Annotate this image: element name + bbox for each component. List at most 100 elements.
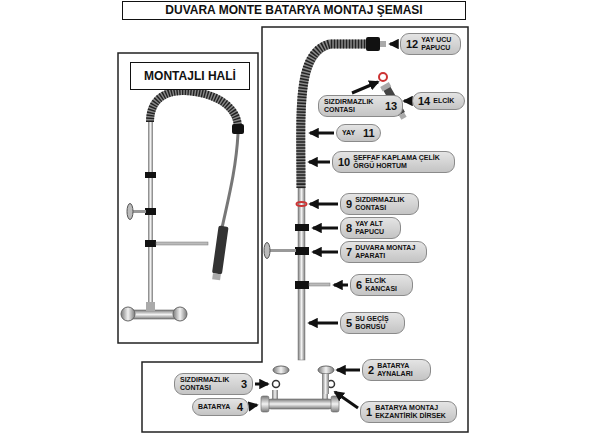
assembled-panel — [118, 53, 258, 343]
fitting — [380, 41, 386, 47]
diagram-title: DUVARA MONTE BATARYA MONTAJ ŞEMASI — [122, 1, 466, 20]
callout-number: 14 — [418, 95, 430, 107]
callout-pill: 8YAY ALT PAPUCU — [340, 217, 401, 239]
callout-number: 10 — [338, 156, 350, 168]
part-name: DUVARA MONTAJ APARATI — [355, 244, 421, 260]
callout-number: 2 — [368, 364, 374, 376]
callout-pill: SIZDIRMAZLIK CONTASI3 — [174, 373, 253, 395]
exploded-parts — [261, 37, 408, 412]
mixer-body — [268, 399, 332, 409]
leader-arrow — [404, 100, 410, 103]
wall-disc — [127, 204, 133, 220]
leader-arrow — [334, 284, 348, 287]
hook-rod — [309, 283, 330, 286]
clamp — [145, 240, 156, 247]
part-name: BATARYA AYNALARI — [377, 362, 425, 378]
panel-heading-box: MONTAJLI HALİ — [130, 62, 250, 90]
callout-number: 9 — [346, 198, 352, 210]
gun-body — [212, 226, 229, 275]
mixer-body — [128, 310, 180, 319]
spring-shoe — [366, 37, 380, 51]
clamp — [295, 224, 309, 231]
leader-arrows — [251, 44, 410, 408]
part-name: BATARYA MONTAJ EKZANTİRİK DİRSEK — [375, 404, 451, 420]
leader-arrow — [255, 383, 268, 386]
callout-pill: 7DUVARA MONTAJ APARATI — [340, 241, 427, 263]
callout-pill: SIZDIRMAZLIK CONTASI13 — [318, 95, 403, 117]
callout-number: 7 — [346, 246, 352, 258]
leader-arrow — [309, 161, 330, 164]
callout-pill: 10ŞEFFAF KAPLAMA ÇELİK ÖRGÜ HORTUM — [332, 151, 455, 173]
wall-disc — [264, 243, 270, 259]
water-pipe — [298, 188, 305, 360]
callout-number: 6 — [356, 279, 362, 291]
part-name: SU GEÇİŞ BORUSU — [355, 315, 399, 331]
part-name: YAY — [342, 129, 360, 137]
callout-pill: BATARYA4 — [192, 398, 249, 416]
spring-shoe — [232, 124, 244, 134]
wall-bar — [268, 249, 296, 252]
stem — [272, 390, 278, 400]
callout-number: 5 — [346, 317, 352, 329]
seal — [273, 381, 280, 388]
gun-top — [380, 82, 391, 91]
part-name: YAY UCU PAPUCU — [421, 36, 455, 52]
leader-arrow — [313, 251, 338, 254]
gasket — [297, 202, 307, 206]
hook — [295, 281, 309, 289]
callout-pill: 5SU GEÇİŞ BORUSU — [340, 312, 405, 334]
callout-pill: YAY11 — [336, 124, 381, 142]
callout-number: 12 — [406, 38, 418, 50]
part-name: ŞEFFAF KAPLAMA ÇELİK ÖRGÜ HORTUM — [353, 154, 449, 170]
part-name: SIZDIRMAZLIK CONTASI — [355, 196, 413, 212]
clamp — [145, 208, 156, 215]
callout-number: 4 — [237, 401, 243, 413]
assembled-faucet — [121, 91, 244, 321]
mixer-knob — [331, 396, 339, 412]
leader-arrow — [352, 82, 378, 93]
part-name: BATARYA — [198, 403, 234, 411]
callout-pill: 9SIZDIRMAZLIK CONTASI — [340, 193, 419, 215]
mixer-knob — [261, 396, 269, 412]
part-name: ELCİK KANCASI — [365, 277, 407, 293]
spring-coil — [150, 91, 238, 128]
callout-pill: 6ELCİK KANCASI — [350, 274, 413, 296]
wall-mount — [295, 247, 309, 255]
callout-pill: 14ELCİK — [412, 92, 465, 110]
part-name: ELCİK — [433, 97, 459, 105]
leader-arrow — [251, 405, 257, 406]
part-name: SIZDIRMAZLIK CONTASI — [324, 98, 382, 114]
mixer-knob — [121, 307, 135, 321]
callout-number: 13 — [385, 100, 397, 112]
clamp — [145, 172, 156, 178]
hook-rod — [156, 242, 208, 245]
spray-gun — [211, 226, 228, 281]
part-name: SIZDIRMAZLIK CONTASI — [180, 376, 238, 392]
part-name: YAY ALT PAPUCU — [355, 220, 395, 236]
spring — [150, 91, 238, 128]
leader-arrow — [309, 322, 338, 325]
flange — [318, 366, 334, 374]
leader-arrow — [337, 369, 360, 372]
hose — [222, 134, 238, 228]
callout-pill: 12YAY UCU PAPUCU — [400, 33, 461, 55]
mixer-top — [146, 302, 155, 311]
callout-number: 1 — [366, 406, 372, 418]
callout-number: 8 — [346, 222, 352, 234]
panel-heading: MONTAJLI HALİ — [144, 69, 236, 83]
elbow — [322, 374, 329, 394]
callout-number: 11 — [363, 127, 375, 139]
callout-number: 3 — [241, 378, 247, 390]
callout-pill: 1BATARYA MONTAJ EKZANTİRİK DİRSEK — [360, 401, 457, 423]
gun-tip — [212, 273, 221, 280]
leader-arrow — [310, 132, 334, 135]
flange — [273, 366, 289, 374]
leader-arrow — [313, 227, 338, 230]
leader-arrow — [310, 203, 338, 206]
leader-arrow — [335, 392, 358, 408]
gasket — [379, 73, 387, 81]
callout-pill: 2BATARYA AYNALARI — [362, 359, 431, 381]
mixer-knob — [173, 307, 187, 321]
